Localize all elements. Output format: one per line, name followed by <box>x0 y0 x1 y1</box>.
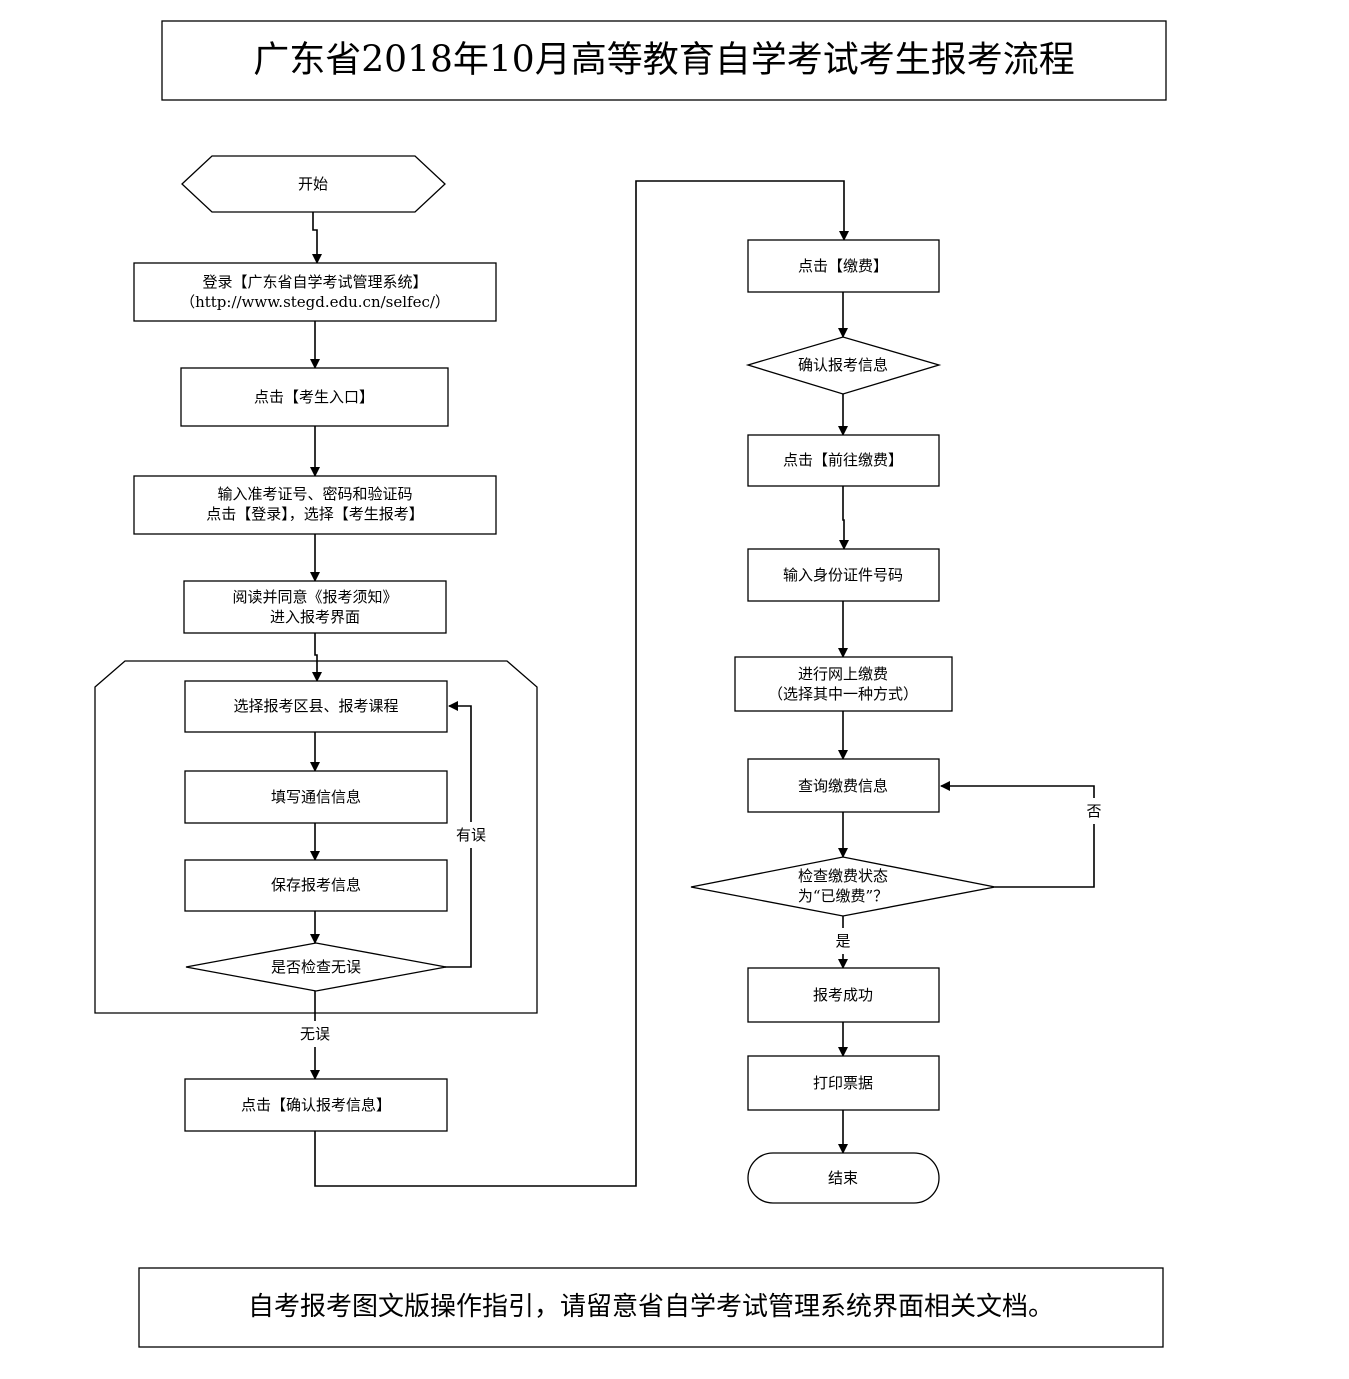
node-print-receipt-label: 打印票据 <box>813 1074 873 1092</box>
node-read-notice-line2: 进入报考界面 <box>270 608 360 626</box>
node-login: 登录【广东省自学考试管理系统】 （http://www.stegd.edu.cn… <box>133 262 497 322</box>
node-fill-contact: 填写通信信息 <box>184 770 448 824</box>
node-start-label: 开始 <box>298 175 328 193</box>
node-online-pay-line2: （选择其中一种方式） <box>768 685 918 703</box>
node-print-receipt: 打印票据 <box>747 1055 940 1111</box>
node-check-status: 检查缴费状态 为“已缴费”？ <box>690 856 996 917</box>
node-entry: 点击【考生入口】 <box>180 367 449 427</box>
node-input-id: 输入身份证件号码 <box>747 548 940 602</box>
node-click-pay-label: 点击【缴费】 <box>798 257 888 275</box>
node-online-pay-line1: 进行网上缴费 <box>798 665 888 683</box>
node-save-info: 保存报考信息 <box>184 859 448 912</box>
node-query-pay: 查询缴费信息 <box>747 758 940 813</box>
node-check-status-line2: 为“已缴费”？ <box>798 887 888 905</box>
node-login-line1: 登录【广东省自学考试管理系统】 <box>202 273 427 291</box>
node-goto-pay: 点击【前往缴费】 <box>747 434 940 487</box>
review-loop-frame <box>94 660 538 1014</box>
node-input-login-line1: 输入准考证号、密码和验证码 <box>217 485 412 503</box>
node-input-login: 输入准考证号、密码和验证码 点击【登录】，选择【考生报考】 <box>133 475 497 535</box>
title-box: 广东省2018年10月高等教育自学考试考生报考流程 <box>161 20 1167 101</box>
node-fill-contact-label: 填写通信信息 <box>271 788 361 806</box>
page-title: 广东省2018年10月高等教育自学考试考生报考流程 <box>253 40 1074 81</box>
node-query-pay-label: 查询缴费信息 <box>798 777 888 795</box>
node-click-pay: 点击【缴费】 <box>747 239 940 293</box>
node-select-course: 选择报考区县、报考课程 <box>184 680 448 733</box>
node-success: 报考成功 <box>747 967 940 1023</box>
edge-label-no-error: 无误 <box>300 1025 330 1043</box>
node-login-line2: （http://www.stegd.edu.cn/selfec/） <box>180 293 450 311</box>
edge-label-no: 否 <box>1086 802 1101 820</box>
footer-note: 自考报考图文版操作指引，请留意省自学考试管理系统界面相关文档。 <box>248 1292 1054 1322</box>
footer-box: 自考报考图文版操作指引，请留意省自学考试管理系统界面相关文档。 <box>138 1267 1164 1348</box>
node-input-id-label: 输入身份证件号码 <box>783 566 903 584</box>
node-check-correct: 是否检查无误 <box>185 942 447 992</box>
node-input-login-line2: 点击【登录】，选择【考生报考】 <box>206 505 424 523</box>
node-confirm-info: 点击【确认报考信息】 <box>184 1078 448 1132</box>
node-read-notice-line1: 阅读并同意《报考须知》 <box>232 588 397 606</box>
node-confirm-apply-info-label: 确认报考信息 <box>798 356 888 374</box>
node-check-correct-label: 是否检查无误 <box>271 958 361 976</box>
node-select-course-label: 选择报考区县、报考课程 <box>233 697 398 715</box>
node-check-status-line1: 检查缴费状态 <box>798 867 888 885</box>
node-read-notice: 阅读并同意《报考须知》 进入报考界面 <box>183 580 447 634</box>
edge-label-has-error: 有误 <box>456 826 486 844</box>
node-end: 结束 <box>747 1152 940 1204</box>
node-end-label: 结束 <box>828 1169 858 1187</box>
edge-label-yes: 是 <box>835 932 850 950</box>
node-confirm-apply-info: 确认报考信息 <box>745 336 942 395</box>
node-entry-label: 点击【考生入口】 <box>254 388 374 406</box>
node-start: 开始 <box>181 155 446 213</box>
node-goto-pay-label: 点击【前往缴费】 <box>783 451 903 469</box>
node-online-pay: 进行网上缴费 （选择其中一种方式） <box>734 656 953 712</box>
node-save-info-label: 保存报考信息 <box>271 876 361 894</box>
node-confirm-info-label: 点击【确认报考信息】 <box>241 1096 391 1114</box>
node-success-label: 报考成功 <box>813 986 873 1004</box>
